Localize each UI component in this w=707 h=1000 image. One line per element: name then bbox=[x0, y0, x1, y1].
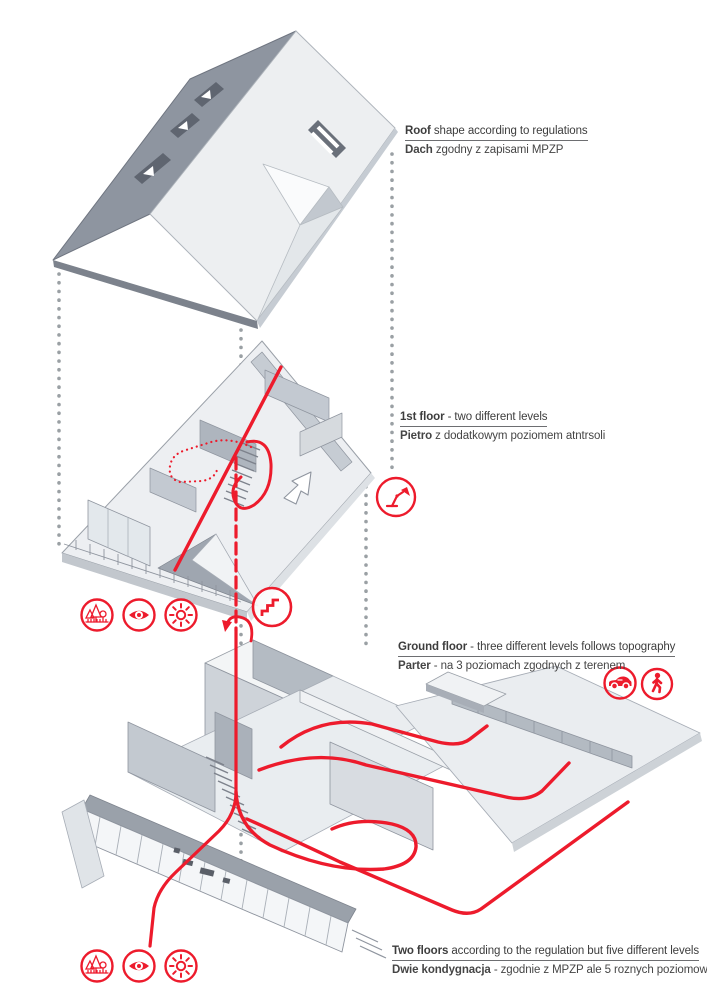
annotation-ground-floor-subtitle: Parter - na 3 poziomach zgodnych z teren… bbox=[398, 660, 626, 673]
roof-eave-edge bbox=[53, 260, 258, 329]
first-floor-slab-edge-right bbox=[247, 473, 375, 621]
annotation-overall: Two floors according to the regulation b… bbox=[392, 940, 707, 978]
roof-window-bars bbox=[310, 125, 340, 155]
first-floor-glass-wall bbox=[87, 499, 151, 567]
gf-glass-mullions bbox=[94, 816, 332, 946]
ff-red-dotted-route bbox=[168, 439, 253, 484]
trees-icon bbox=[80, 949, 114, 983]
gf-terrace-edge bbox=[512, 733, 702, 852]
annotation-ground-floor-title: Ground floor - three different levels fo… bbox=[398, 640, 675, 658]
annotation-overall-subtitle: Dwie kondygnacja - zgodnie z MPZP ale 5 … bbox=[392, 964, 707, 977]
access-icons bbox=[603, 666, 674, 701]
gf-red-sweep-1 bbox=[279, 720, 489, 749]
ff-red-hairpin bbox=[231, 439, 273, 510]
pedestrian-icon bbox=[640, 667, 674, 701]
environment-icons-upper bbox=[80, 598, 198, 632]
first-floor-volume bbox=[61, 340, 375, 621]
sun-icon bbox=[164, 949, 198, 983]
gf-furniture bbox=[173, 847, 231, 884]
eye-icon bbox=[122, 949, 156, 983]
first-floor-wall-c bbox=[299, 412, 343, 457]
red-hook bbox=[225, 615, 254, 643]
gf-front-steps bbox=[351, 929, 387, 959]
trees-icon bbox=[80, 598, 114, 632]
red-hook-arrowhead bbox=[222, 620, 232, 632]
annotation-overall-title: Two floors according to the regulation b… bbox=[392, 944, 699, 962]
environment-icons-lower bbox=[80, 949, 198, 983]
car-icon bbox=[603, 666, 637, 700]
roof-skylight-glass bbox=[143, 90, 211, 176]
first-floor-slab-edge-left bbox=[62, 553, 247, 621]
floor-direction-arrow bbox=[283, 471, 312, 505]
annotation-roof: Roof shape according to regulations Dach… bbox=[405, 120, 588, 158]
annotation-first-floor-title: 1st floor - two different levels bbox=[400, 410, 548, 428]
gf-plinth-left bbox=[61, 799, 105, 889]
lamp-icon bbox=[375, 476, 417, 518]
roof-window-frame bbox=[308, 120, 346, 158]
red-vertical-solid bbox=[148, 628, 238, 948]
annotation-roof-title: Roof shape according to regulations bbox=[405, 124, 588, 142]
annotation-roof-subtitle: Dach zgodny z zapisami MPZP bbox=[405, 144, 564, 157]
circulation-red-lines bbox=[148, 365, 630, 948]
first-floor-glass-parapet bbox=[63, 540, 242, 603]
annotation-first-floor-subtitle: Pietro z dodatkowym poziomem atntrsoli bbox=[400, 430, 606, 443]
gf-red-loop bbox=[234, 790, 418, 872]
gf-red-perimeter bbox=[245, 800, 630, 915]
stairs-icon bbox=[251, 586, 293, 628]
gf-wall-1 bbox=[127, 721, 216, 813]
roof-gable-lower-wedge bbox=[257, 206, 344, 320]
annotation-first-floor: 1st floor - two different levels Pietro … bbox=[400, 406, 605, 444]
gf-garage-canopy-face bbox=[426, 684, 484, 713]
roof-volume bbox=[52, 30, 398, 329]
gf-wall-2 bbox=[214, 711, 253, 780]
sun-icon bbox=[164, 598, 198, 632]
gf-red-sweep-2 bbox=[257, 755, 571, 801]
ff-red-diagonal bbox=[173, 365, 283, 572]
eye-icon bbox=[122, 598, 156, 632]
annotation-ground-floor: Ground floor - three different levels fo… bbox=[398, 636, 675, 674]
